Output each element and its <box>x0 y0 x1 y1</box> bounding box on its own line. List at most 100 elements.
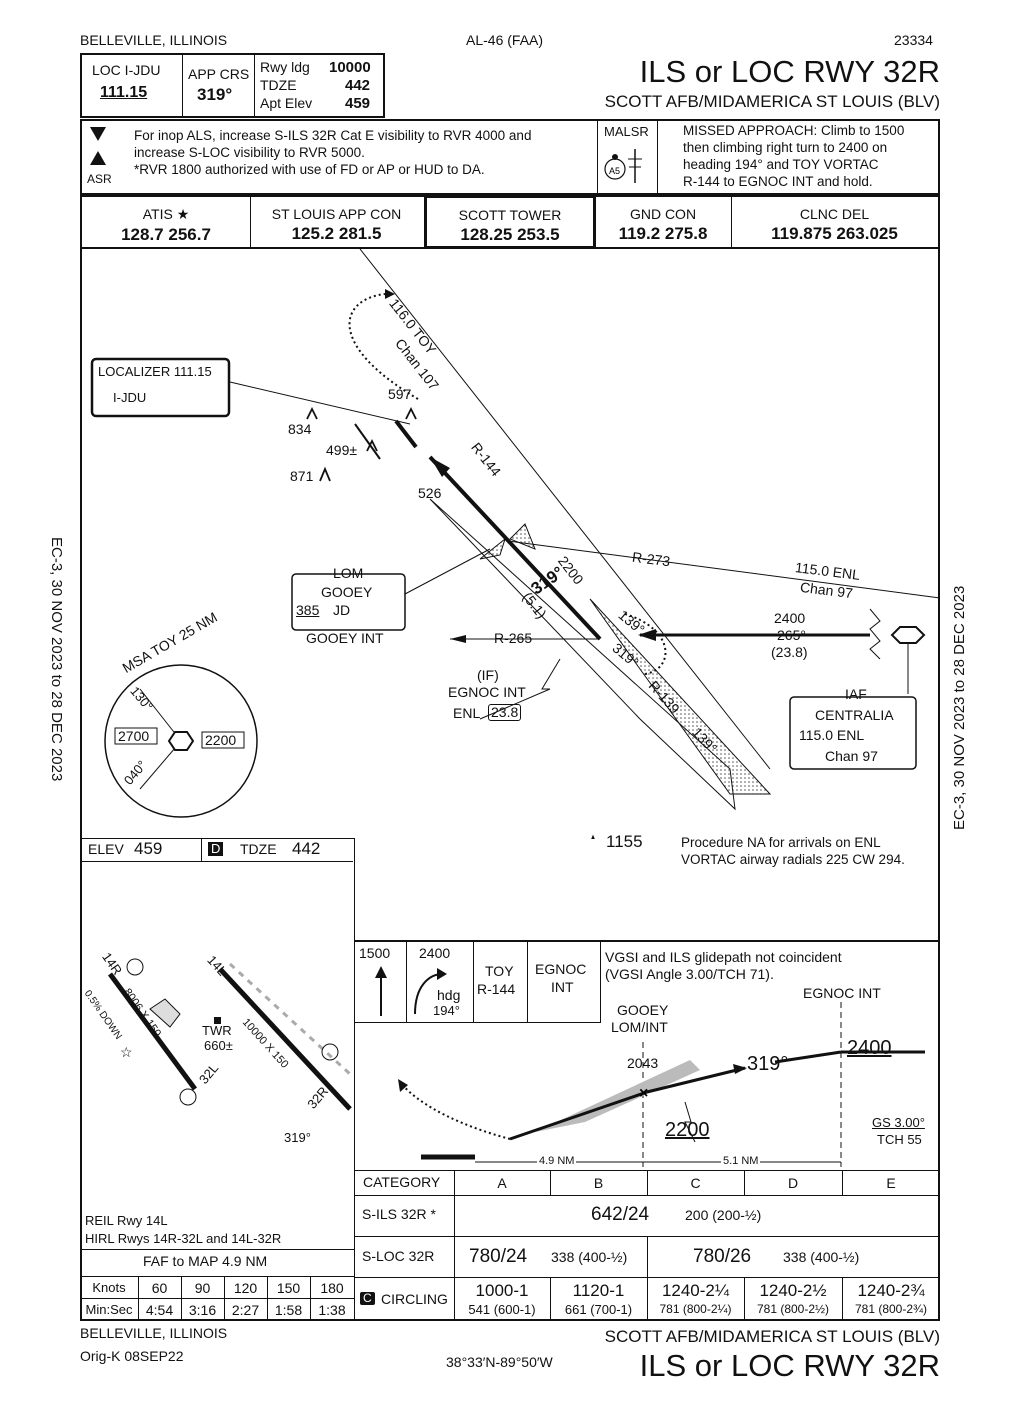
category-a: A <box>497 1175 507 1191</box>
airport-name: SCOTT AFB/MIDAMERICA ST LOUIS (BLV) <box>604 92 940 111</box>
rwy-ldg-value: 10000 <box>329 59 371 76</box>
time-60: 4:54 <box>145 1302 174 1318</box>
rwy-ldg-label: Rwy ldg <box>260 59 310 75</box>
app-crs-value: 319° <box>197 85 233 104</box>
comm-ground: GND CON 119.2 275.8 <box>618 206 708 243</box>
egnoc-distance: 23.8 <box>488 704 522 721</box>
footer-airport: SCOTT AFB/MIDAMERICA ST LOUIS (BLV) <box>604 1327 940 1346</box>
missed-int: INT <box>551 979 574 995</box>
profile-egnoc-int: EGNOC INT <box>803 985 881 1001</box>
reil-note: REIL Rwy 14L <box>85 1213 168 1228</box>
svg-text:☆: ☆ <box>120 1044 133 1060</box>
centralia-frequency: 115.0 ENL <box>799 727 865 743</box>
dme-icon: D <box>208 842 224 856</box>
profile-alt-2200: 2200 <box>665 1119 710 1141</box>
sloc-ab-minimum: 780/24 <box>469 1246 528 1267</box>
circling-label: CIRCLING <box>381 1291 448 1307</box>
localizer-ident: I-JDU <box>113 390 147 405</box>
obstacle-834: 834 <box>288 421 312 437</box>
comm-approach: ST LOUIS APP CON 125.2 281.5 <box>271 206 402 243</box>
tdze-value: 442 <box>345 77 371 94</box>
minimums-table: CATEGORY A B C D E S-ILS 32R * 642/24 20… <box>355 1170 940 1321</box>
elev-value: 459 <box>134 839 163 858</box>
egnoc-label: EGNOC INT <box>448 684 526 700</box>
knots-120: 120 <box>233 1280 258 1296</box>
note-line-1: For inop ALS, increase S-ILS 32R Cat E v… <box>134 128 532 143</box>
vgsi-line-2: (VGSI Angle 3.00/TCH 71). <box>605 966 774 982</box>
svg-text:×: × <box>639 1085 648 1102</box>
iaf-label: IAF <box>845 686 867 702</box>
chart-number: 23334 <box>894 32 933 48</box>
loc-frequency: 111.15 <box>100 84 148 101</box>
runway-diagram: ☆ <box>107 958 352 1111</box>
sloc-label: S-LOC 32R <box>362 1248 435 1264</box>
msa-alt-2200: 2200 <box>205 732 237 748</box>
localizer-label: LOCALIZER 111.15 <box>98 364 212 379</box>
heading-value: 194° <box>433 1003 460 1018</box>
circling-e-height: 781 (800-2¾) <box>854 1302 928 1316</box>
lom-name: GOOEY <box>321 584 373 600</box>
tdze-label: TDZE <box>260 77 297 93</box>
distance-5-1: 5.1 NM <box>721 1155 761 1168</box>
chart-frame <box>80 249 940 1321</box>
climb-arrow-icon <box>375 966 387 1016</box>
header-city: BELLEVILLE, ILLINOIS <box>80 32 228 48</box>
knots-180: 180 <box>320 1280 344 1296</box>
time-table: FAF to MAP 4.9 NM Knots 60 90 120 150 18… <box>80 1249 354 1322</box>
note-line-2: increase S-LOC visibility to RVR 5000. <box>134 145 365 160</box>
footer-city: BELLEVILLE, ILLINOIS <box>80 1325 228 1341</box>
msa-alt-2700: 2700 <box>118 728 150 744</box>
profile-course: 319° <box>747 1053 789 1075</box>
gooey-int-label: GOOEY INT <box>306 630 384 646</box>
minsec-label: Min:Sec <box>85 1302 133 1317</box>
circling-e-minimum: 1240-2¾ <box>857 1281 925 1300</box>
profile-drawing: × <box>398 1002 925 1167</box>
obstacle-597: 597 <box>388 386 412 402</box>
missed-egnoc: EGNOC <box>535 961 587 977</box>
obstacle-499: 499± <box>326 442 358 458</box>
arrival-course: 265° <box>777 627 806 643</box>
apt-elev-label: Apt Elev <box>260 95 313 111</box>
glideslope-angle: GS 3.00° <box>872 1115 925 1130</box>
missed-line-2: then climbing right turn to 2400 on <box>683 140 888 155</box>
obstacle-871: 871 <box>290 468 314 484</box>
effective-date-right: EC-3, 30 NOV 2023 to 28 DEC 2023 <box>951 585 968 830</box>
sils-minimum: 642/24 <box>591 1204 650 1225</box>
arrival-distance: (23.8) <box>771 644 808 660</box>
circling-c-height: 781 (800-2¼) <box>659 1302 732 1316</box>
sloc-cde-minimum: 780/26 <box>693 1246 752 1267</box>
tower-label: TWR <box>202 1023 232 1038</box>
profile-alt-2400: 2400 <box>847 1037 892 1059</box>
sils-label: S-ILS 32R * <box>362 1206 436 1222</box>
glideslope-tch: TCH 55 <box>877 1132 922 1147</box>
circling-c-icon: C <box>360 1292 375 1305</box>
comm-atis: ATIS ★ 128.7 256.7 <box>121 206 211 244</box>
runway-heading: 319° <box>284 1130 311 1145</box>
distance-4-9: 4.9 NM <box>537 1155 577 1168</box>
circling-c-minimum: 1240-2¼ <box>661 1281 730 1300</box>
missed-line-3: heading 194° and TOY VORTAC <box>683 157 879 172</box>
lom-label: LOM <box>333 565 364 581</box>
lom-ident: JD <box>333 602 351 618</box>
note-line-3: *RVR 1800 authorized with use of FD or A… <box>134 162 485 177</box>
comms-strip: ATIS ★ 128.7 256.7 ST LOUIS APP CON 125.… <box>80 195 940 249</box>
centralia-channel: Chan 97 <box>825 748 878 764</box>
missed-climb-2400: 2400 <box>419 945 451 961</box>
faf-map-label: FAF to MAP 4.9 NM <box>143 1253 268 1269</box>
alternate-minimums-icon <box>90 127 106 165</box>
circling-b-minimum: 1120-1 <box>572 1281 625 1300</box>
knots-90: 90 <box>194 1280 211 1296</box>
missed-r144: R-144 <box>477 981 516 997</box>
effective-date-left: EC-3, 30 NOV 2023 to 28 DEC 2023 <box>48 537 65 782</box>
heading-label: hdg <box>437 987 461 1003</box>
category-c: C <box>690 1175 701 1191</box>
procedure-title: ILS or LOC RWY 32R <box>639 54 940 89</box>
missed-line-4: R-144 to EGNOC INT and hold. <box>683 174 873 189</box>
tower-height: 660± <box>204 1038 233 1053</box>
knots-150: 150 <box>276 1280 301 1296</box>
tdze-value: 442 <box>292 839 321 858</box>
egnoc-navaid: ENL <box>453 705 481 721</box>
vgsi-line-1: VGSI and ILS glidepath not coincident <box>605 949 842 965</box>
comm-clearance: CLNC DEL 119.875 263.025 <box>771 206 898 243</box>
time-90: 3:16 <box>188 1302 217 1318</box>
